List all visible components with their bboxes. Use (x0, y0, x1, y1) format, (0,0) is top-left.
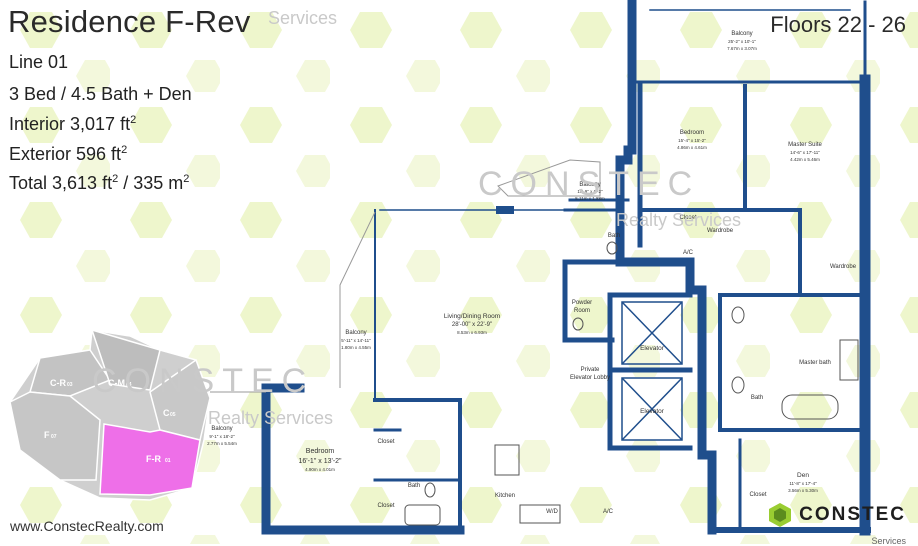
living-dining-dim: 28'-00" x 22'-9" (452, 322, 492, 328)
balcony-left-label: Balcony (345, 330, 366, 336)
balcony-mid-dim: 16'-9" x 6'-2" (577, 189, 603, 194)
interior-area-text: Interior 3,017 ft (9, 114, 131, 134)
elevator-1-label: Elevator (640, 345, 665, 352)
constec-logo-icon (769, 503, 792, 527)
balcony-top-dim-metric: 7.67m x 3.07m (727, 46, 757, 51)
elevator-2-label: Elevator (640, 408, 665, 415)
interior-area-unit-sup: 2 (130, 114, 137, 126)
ac-1-label: A/C (683, 250, 694, 256)
powder-room-label-1: Powder (572, 300, 592, 306)
keyplan-cm-label: C-M (108, 378, 125, 388)
total-area-ft-sup: 2 (112, 173, 119, 185)
living-dining-label: Living/Dining Room (444, 313, 500, 320)
residence-title: Residence F-Rev (8, 4, 251, 39)
total-area: Total 3,613 ft2 / 335 m2 (9, 173, 189, 194)
wardrobe-2-label: Wardrobe (830, 264, 857, 270)
bedroom-top-dim: 15'-4" x 15'-2" (678, 138, 706, 143)
den-dim-metric: 3.56m x 5.30m (788, 488, 818, 493)
wardrobe-1-label: Wardrobe (707, 228, 734, 234)
bedroom-top-label: Bedroom (680, 130, 704, 136)
balcony-mid-label: Balcony (579, 182, 600, 188)
powder-room-label-2: Room (574, 308, 590, 314)
bath-2-label: Bath (751, 395, 763, 401)
watermark-services-top: Services (268, 8, 338, 28)
bed-bath-summary: 3 Bed / 4.5 Bath + Den (9, 84, 192, 104)
master-suite-dim-metric: 4.42m x 5.46m (790, 157, 820, 162)
constec-logo-sub: Services (871, 536, 906, 546)
exterior-area: Exterior 596 ft2 (9, 144, 127, 165)
living-dining-dim-metric: 8.53m x 6.93m (457, 330, 487, 335)
total-area-text: Total 3,613 ft (9, 173, 113, 193)
keyplan-f-num: 07 (51, 434, 57, 440)
website-link[interactable]: www.ConstecRealty.com (10, 518, 164, 534)
bath-3-label: Bath (408, 483, 420, 489)
exterior-area-unit-sup: 2 (121, 144, 128, 156)
closet-1-label: Closet (679, 215, 696, 221)
constec-logo: CONSTEC (767, 502, 906, 528)
keyplan-fr-num: 01 (165, 458, 171, 464)
keyplan-f-label: F (44, 430, 50, 440)
total-area-metric-text: / 335 m (118, 173, 184, 193)
balcony-bottom-dim: 9'-1" x 18'-2" (209, 434, 235, 439)
master-suite-dim: 14'-6" x 17'-11" (790, 150, 820, 155)
den-dim: 11'-8" x 17'-4" (789, 481, 817, 486)
private-lobby-label-2: Elevator Lobby (570, 375, 610, 381)
keyplan-cm-num: 04 (126, 382, 132, 388)
keyplan-c-label: C (163, 408, 170, 418)
keyplan-cr-label: C-R (50, 378, 66, 388)
bedroom-bottom-dim-metric: 4.90m x 4.01m (305, 467, 335, 472)
total-area-m-sup: 2 (183, 173, 190, 185)
key-plan: C-R 03 C-M 04 C 05 F 07 F-R 01 (9, 328, 211, 501)
balcony-left-dim: 5'-11" x 14'-11" (341, 338, 371, 343)
balcony-top-dim: 25'-2" x 10'-1" (728, 39, 756, 44)
watermark-constec-center: CONSTEC (478, 165, 701, 203)
wd-label: W/D (546, 509, 558, 515)
balcony-mid-dim-metric: 5.11m x 1.88m (575, 196, 605, 201)
master-suite-label: Master Suite (788, 142, 822, 148)
bath-1-label: Bath (608, 233, 620, 239)
watermark-realty-left: Realty Services (208, 408, 334, 428)
keyplan-c-num: 05 (170, 412, 176, 418)
balcony-bottom-dim-metric: 2.77m x 5.54m (207, 441, 237, 446)
exterior-area-text: Exterior 596 ft (9, 144, 122, 164)
line-number: Line 01 (9, 52, 69, 72)
balcony-left-dim-metric: 1.80m x 4.55m (341, 345, 371, 350)
watermark-constec-left: CONSTEC (92, 362, 315, 400)
closet-3-label: Closet (377, 503, 394, 509)
keyplan-cr-num: 03 (67, 382, 73, 388)
constec-logo-text: CONSTEC (799, 504, 906, 525)
watermark-realty-center: Realty Services (616, 210, 742, 230)
den-label: Den (797, 472, 809, 479)
balcony-top-label: Balcony (731, 31, 752, 37)
bedroom-top-dim-metric: 4.86m x 4.61m (677, 145, 707, 150)
bedroom-bottom-dim: 16'-1" x 13'-2" (298, 458, 342, 465)
closet-4-label: Closet (749, 492, 766, 498)
ac-2-label: A/C (603, 509, 614, 515)
closet-2-label: Closet (377, 439, 394, 445)
keyplan-fr-label: F-R (146, 454, 161, 464)
interior-area: Interior 3,017 ft2 (9, 114, 136, 135)
balcony-bottom-label: Balcony (211, 426, 232, 432)
master-bath-label: Master bath (799, 360, 831, 366)
kitchen-label: Kitchen (495, 493, 515, 499)
floors-range: Floors 22 - 26 (770, 12, 906, 37)
private-lobby-label-1: Private (581, 367, 600, 373)
bedroom-bottom-label: Bedroom (306, 448, 335, 455)
